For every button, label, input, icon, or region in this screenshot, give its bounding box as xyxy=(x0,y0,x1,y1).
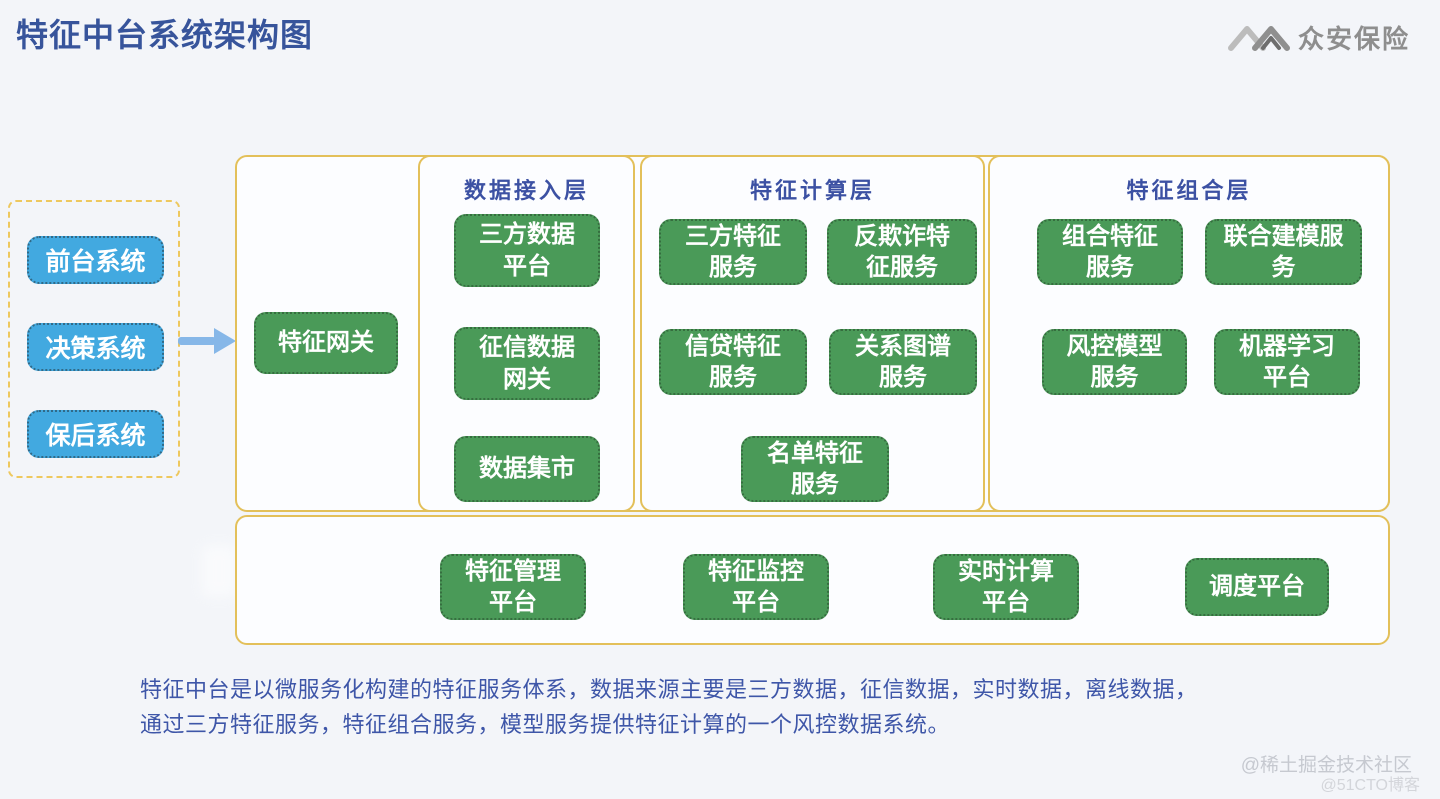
node-post-insurance-system: 保后系统 xyxy=(27,410,164,458)
company-logo-text: 众安保险 xyxy=(1297,24,1410,54)
node-decision-system: 决策系统 xyxy=(27,323,164,371)
node-risk-model-service: 风控模型 服务 xyxy=(1042,329,1187,395)
node-list-feature-service: 名单特征 服务 xyxy=(741,436,889,502)
node-combined-feature-service: 组合特征 服务 xyxy=(1037,219,1183,285)
section-title: 数据接入层 xyxy=(463,178,589,203)
node-feature-monitoring-platform: 特征监控 平台 xyxy=(683,554,829,620)
section-feature-computing-layer: 特征计算层 三方特征 服务 反欺诈特 征服务 信贷特征 服务 关系图谱 服务 名… xyxy=(640,155,985,512)
section-feature-combination-layer: 特征组合层 组合特征 服务 联合建模服 务 风控模型 服务 机器学习 平台 xyxy=(988,155,1390,512)
watermark-51cto: @51CTO博客 xyxy=(1320,777,1420,794)
ghost-watermark xyxy=(202,545,236,597)
node-anti-fraud-feature-service: 反欺诈特 征服务 xyxy=(827,219,977,285)
node-third-party-feature-service: 三方特征 服务 xyxy=(659,219,807,285)
node-scheduling-platform: 调度平台 xyxy=(1185,558,1329,616)
description-line-2: 通过三方特征服务，特征组合服务，模型服务提供特征计算的一个风控数据系统。 xyxy=(140,712,951,737)
page-title: 特征中台系统架构图 xyxy=(16,17,314,53)
node-relation-graph-service: 关系图谱 服务 xyxy=(829,329,977,395)
section-title: 特征组合层 xyxy=(1126,178,1252,203)
platform-bar: 特征管理 平台 特征监控 平台 实时计算 平台 调度平台 xyxy=(235,515,1390,645)
node-data-mart: 数据集市 xyxy=(454,436,600,502)
node-feature-management-platform: 特征管理 平台 xyxy=(440,554,586,620)
right-arrow-icon xyxy=(176,324,238,358)
section-title: 特征计算层 xyxy=(749,178,875,203)
section-data-access-layer: 数据接入层 三方数据 平台 征信数据 网关 数据集市 xyxy=(418,155,635,512)
watermark-juejin: @稀土掘金技术社区 xyxy=(1240,755,1412,776)
node-front-system: 前台系统 xyxy=(27,236,164,284)
node-credit-feature-service: 信贷特征 服务 xyxy=(659,329,807,395)
zhongan-mountain-icon xyxy=(1227,16,1292,59)
node-joint-modeling-service: 联合建模服 务 xyxy=(1205,219,1362,285)
source-systems-panel: 前台系统 决策系统 保后系统 xyxy=(8,200,180,478)
description-line-1: 特征中台是以微服务化构建的特征服务体系，数据来源主要是三方数据，征信数据，实时数… xyxy=(140,677,1198,702)
node-realtime-computing-platform: 实时计算 平台 xyxy=(933,554,1079,620)
diagram-description: 特征中台是以微服务化构建的特征服务体系，数据来源主要是三方数据，征信数据，实时数… xyxy=(140,672,1198,742)
node-machine-learning-platform: 机器学习 平台 xyxy=(1214,329,1360,395)
node-third-party-data-platform: 三方数据 平台 xyxy=(454,214,600,287)
node-credit-data-gateway: 征信数据 网关 xyxy=(454,327,600,400)
company-logo: 众安保险 xyxy=(1227,16,1410,59)
node-feature-gateway: 特征网关 xyxy=(254,312,398,374)
